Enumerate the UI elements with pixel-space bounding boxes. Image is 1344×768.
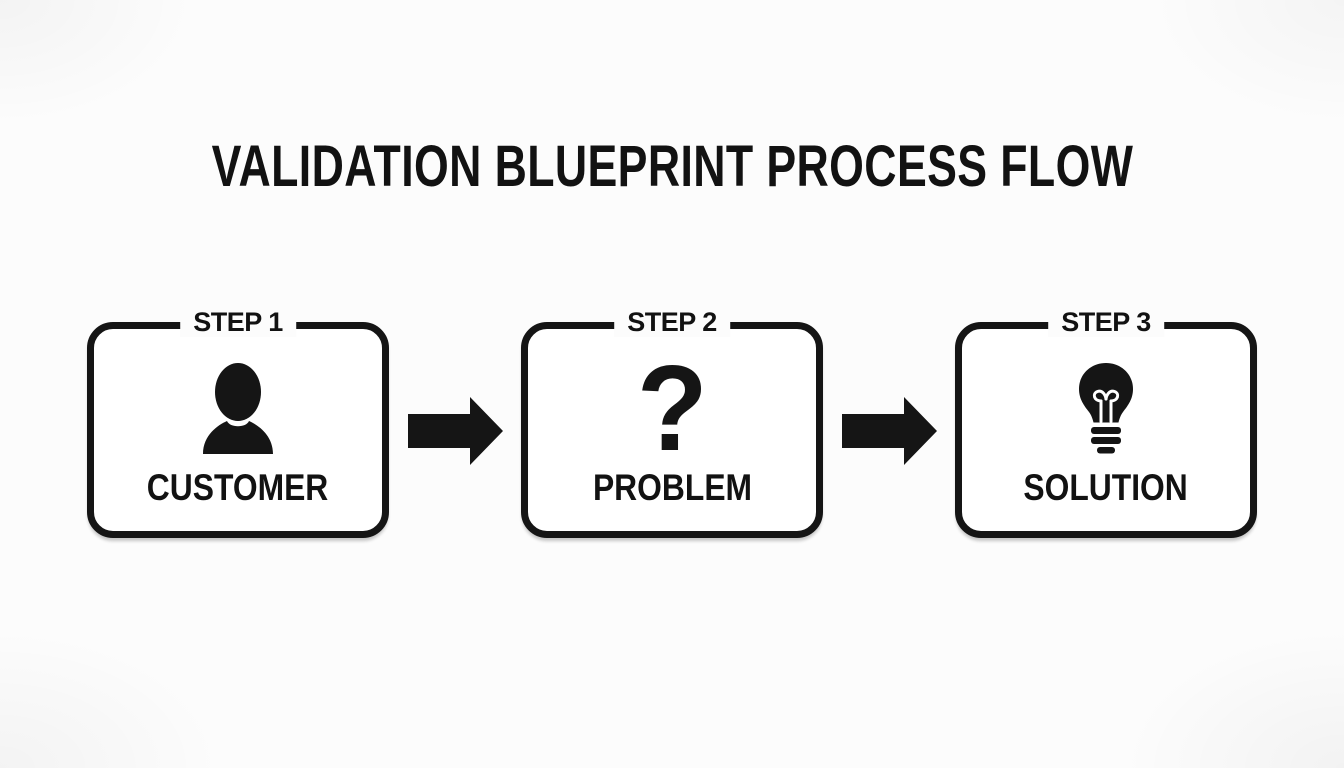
- question-mark-icon: ?: [636, 340, 708, 476]
- page-title: VALIDATION BLUEPRINT PROCESS FLOW: [0, 138, 1344, 196]
- step-box-customer: STEP 1 CUSTOMER: [87, 307, 389, 538]
- step-box-problem: STEP 2 ? PROBLEM: [521, 307, 823, 538]
- arrow-right-icon: [842, 397, 937, 465]
- step-label: PROBLEM: [580, 468, 765, 508]
- step-label-text: PROBLEM: [592, 467, 752, 508]
- step-label-text: SOLUTION: [1023, 467, 1189, 508]
- icon-area: [1077, 362, 1135, 454]
- step-tag: STEP 3: [1048, 307, 1164, 337]
- icon-area: [197, 362, 279, 454]
- icon-area: ?: [635, 347, 710, 469]
- person-icon: [197, 362, 279, 454]
- step-label: SOLUTION: [1010, 468, 1201, 508]
- step-box-solution: STEP 3 SOLUTION: [955, 307, 1257, 538]
- step-tag: STEP 1: [180, 307, 296, 337]
- arrow-right-icon: [408, 397, 503, 465]
- lightbulb-icon: [1077, 361, 1135, 455]
- step-tag: STEP 2: [614, 307, 730, 337]
- step-label-text: CUSTOMER: [147, 467, 329, 508]
- page-title-text: VALIDATION BLUEPRINT PROCESS FLOW: [211, 134, 1133, 199]
- step-label: CUSTOMER: [132, 468, 343, 508]
